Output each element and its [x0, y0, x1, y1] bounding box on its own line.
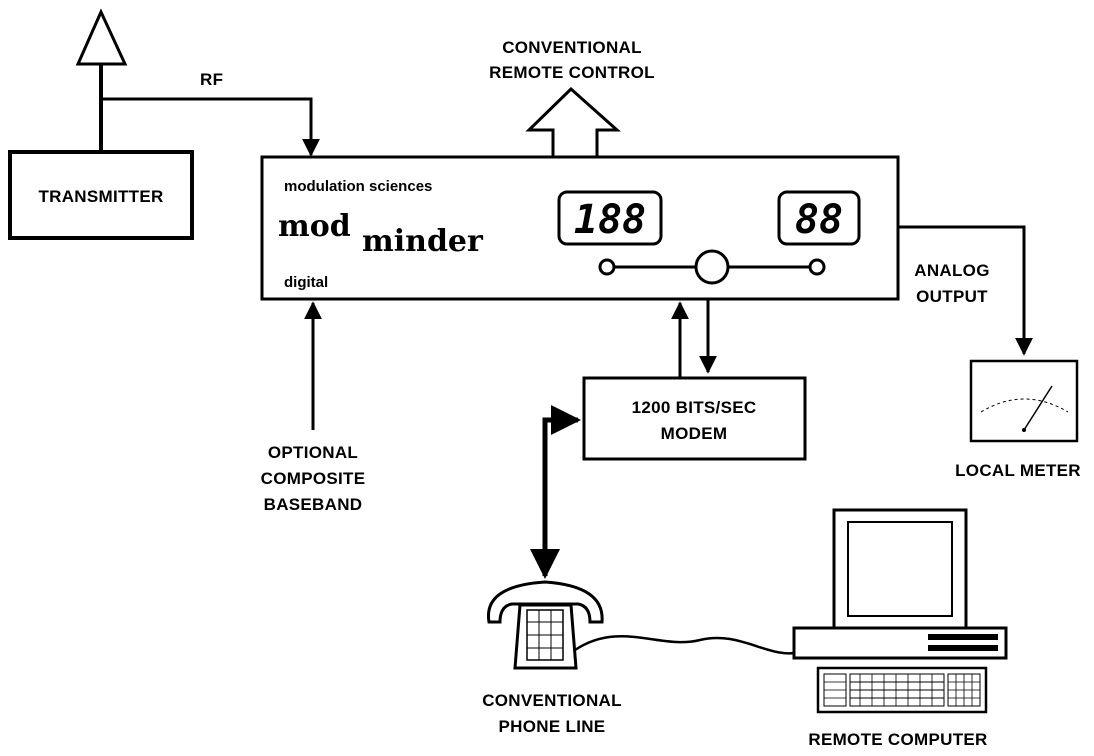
remote-control-label-2: REMOTE CONTROL [489, 63, 655, 82]
modem-connection [680, 299, 708, 378]
rf-label: RF [200, 70, 223, 89]
remote-control-label-1: CONVENTIONAL [502, 38, 642, 57]
analog-output-label-2: OUTPUT [916, 287, 988, 306]
baseband-label-3: BASEBAND [264, 495, 363, 514]
modem-label-1: 1200 BITS/SEC [632, 398, 757, 417]
baseband-label-1: OPTIONAL [268, 443, 358, 462]
display-left-value: 188 [574, 197, 646, 243]
local-meter-label: LOCAL METER [955, 461, 1081, 480]
brand-bottom-text: digital [284, 274, 328, 291]
transmitter-box: TRANSMITTER [10, 152, 192, 238]
baseband-label-2: COMPOSITE [261, 469, 366, 488]
brand-mod-text: mod [278, 209, 351, 244]
modem-label-2: MODEM [661, 424, 728, 443]
phone-label-1: CONVENTIONAL [482, 691, 622, 710]
computer-icon [794, 510, 1006, 712]
antenna-icon [78, 12, 125, 152]
phone-line-connection [545, 420, 578, 576]
phone-cord [575, 636, 800, 653]
rf-connection [101, 99, 311, 155]
brand-top-text: modulation sciences [284, 178, 432, 195]
telephone-icon [488, 582, 602, 668]
analog-output-label-1: ANALOG [914, 261, 989, 280]
phone-label-2: PHONE LINE [499, 717, 606, 736]
modem-box: 1200 BITS/SEC MODEM [584, 378, 805, 459]
brand-minder-text: minder [362, 224, 484, 259]
transmitter-label: TRANSMITTER [38, 187, 163, 206]
remote-control-arrow [529, 89, 617, 158]
meter-icon [971, 361, 1077, 441]
display-right-value: 88 [795, 197, 843, 243]
remote-computer-label: REMOTE COMPUTER [808, 730, 987, 749]
modminder-unit: modulation sciences mod minder digital 1… [262, 157, 898, 299]
